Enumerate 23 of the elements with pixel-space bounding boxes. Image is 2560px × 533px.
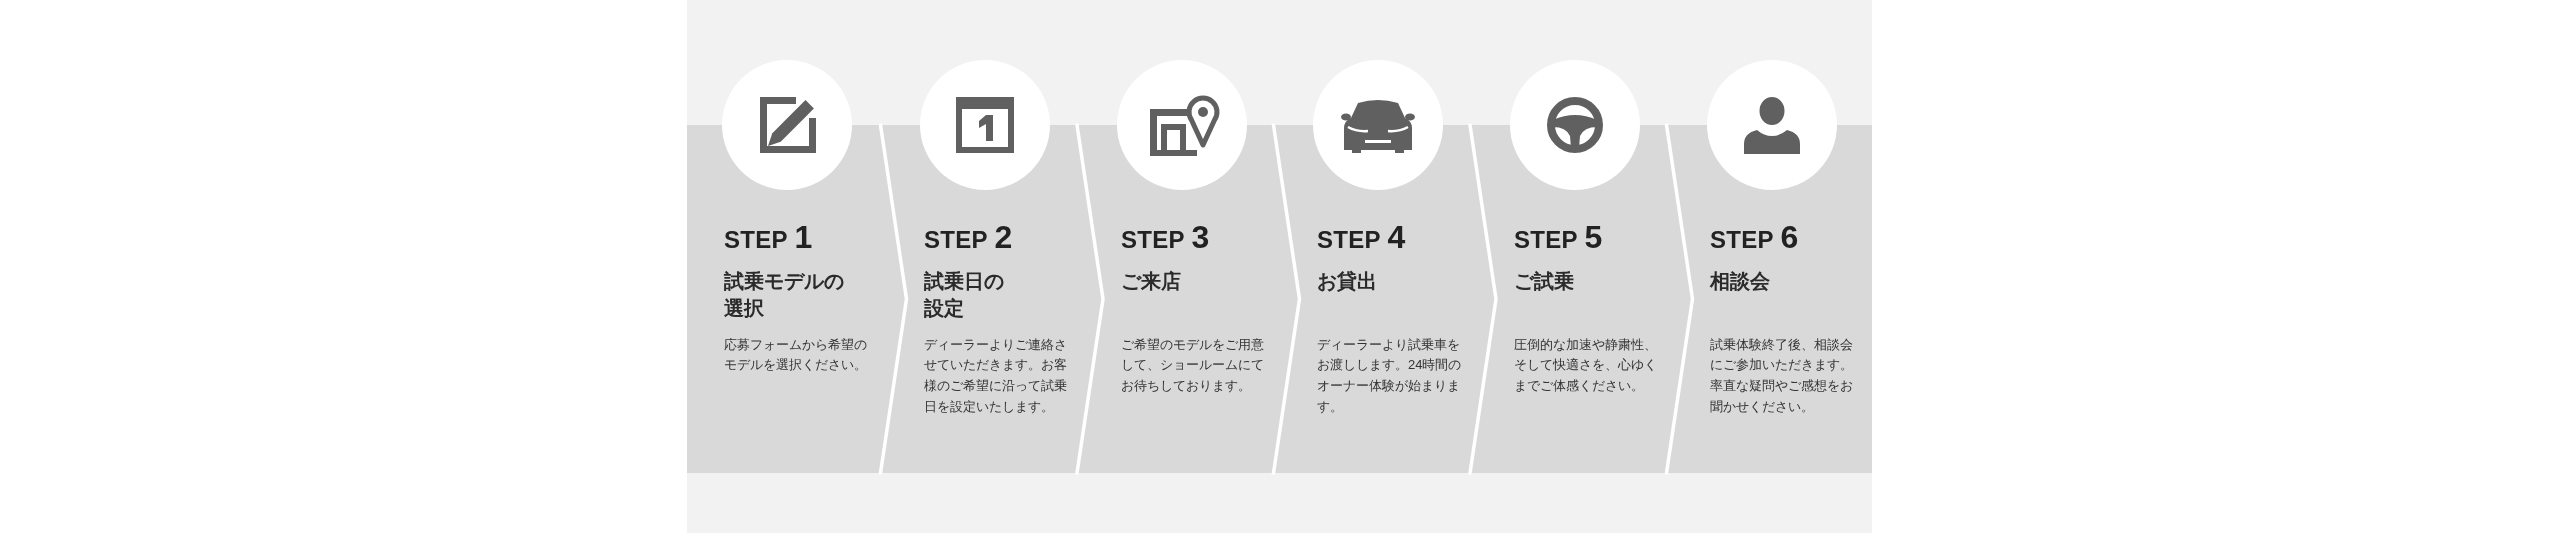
step-heading: STEP 1	[724, 221, 813, 256]
step-description: ご希望のモデルをご用意して、ショールームにてお待ちしております。	[1121, 335, 1265, 395]
step-description: 試乗体験終了後、相談会にご参加いただきます。率直な疑問やご感想をお聞かせください。	[1710, 335, 1854, 416]
step-description: ディーラーより試乗車をお渡しします。24時間のオーナー体験が始まります。	[1317, 335, 1463, 416]
step-heading: STEP 3	[1121, 221, 1210, 256]
step-title: 相談会	[1710, 269, 1771, 294]
step-title: ご来店	[1121, 269, 1182, 294]
step-description: 応募フォームから希望のモデルを選択ください。	[724, 335, 868, 375]
step-description: ディーラーよりご連絡させていただきます。お客様のご希望に沿って試乗日を設定いたします。	[924, 335, 1068, 416]
step-title: お貸出	[1317, 269, 1378, 294]
chevron-line	[1271, 123, 1302, 475]
step-heading: STEP 6	[1710, 221, 1799, 256]
step-heading: STEP 5	[1514, 221, 1603, 256]
step-title: 試乗日の設定	[924, 269, 1005, 321]
chevron-line	[1468, 123, 1498, 475]
chevron-line	[878, 123, 909, 475]
step-heading: STEP 4	[1317, 221, 1406, 256]
step-title: 試乗モデルの選択	[724, 269, 845, 321]
chevron-line	[1664, 123, 1695, 475]
step-heading: STEP 2	[924, 221, 1013, 256]
chevron-line	[1075, 123, 1105, 475]
step-description: 圧倒的な加速や静粛性、そして快適さを、心ゆくまでご体感ください。	[1514, 335, 1658, 395]
step-title: ご試乗	[1514, 269, 1575, 294]
